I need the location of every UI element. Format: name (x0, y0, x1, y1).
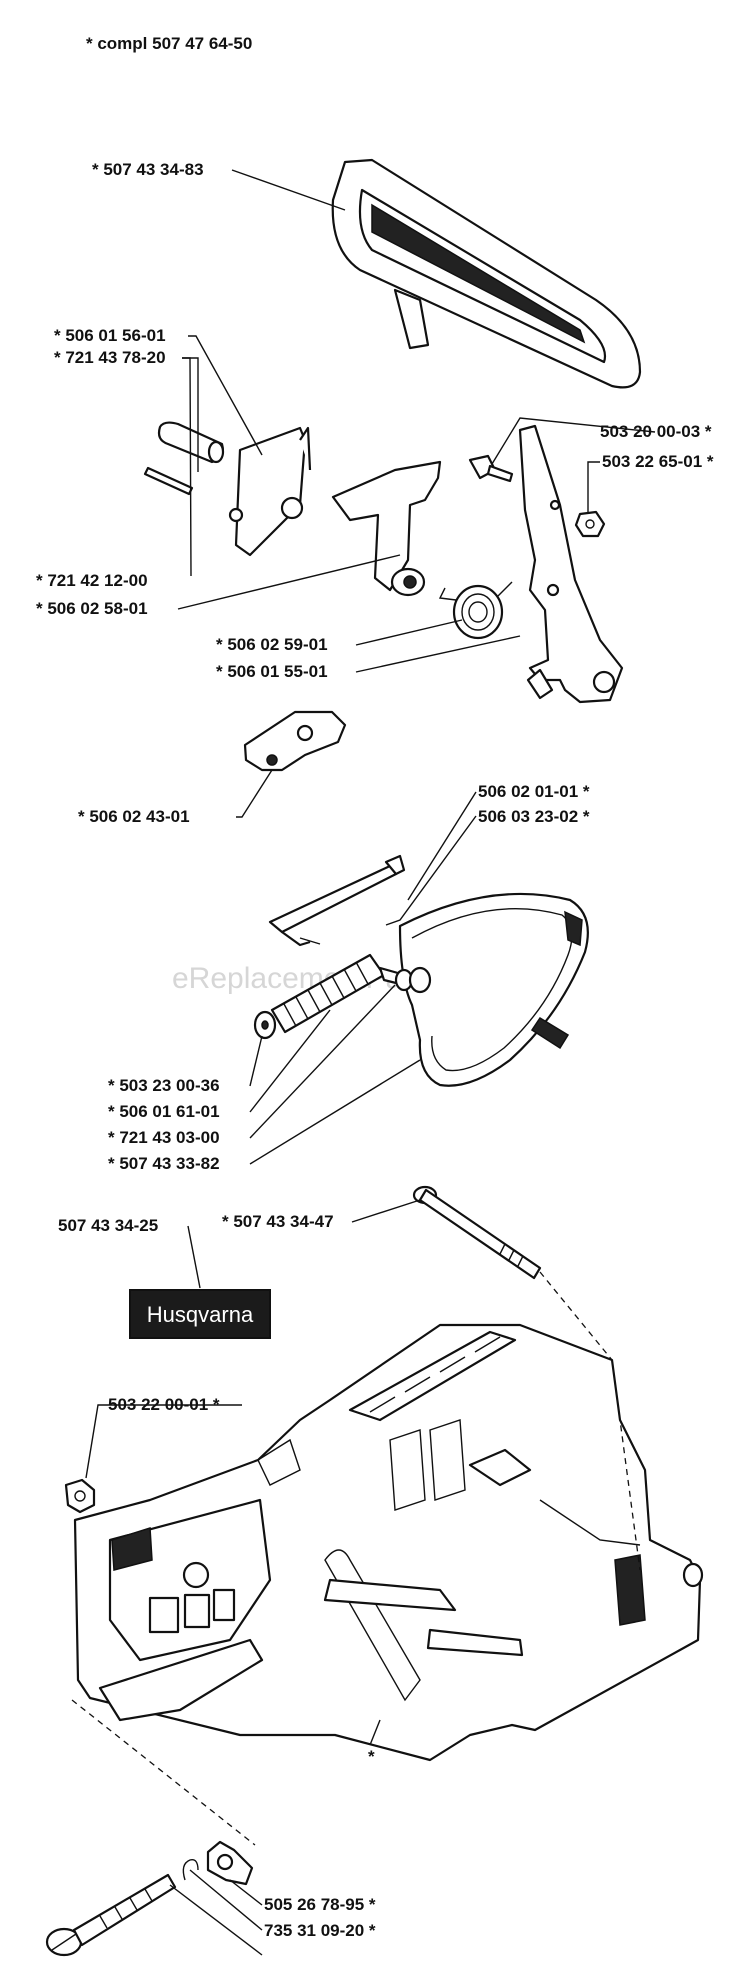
part-label: * 721 43 03-00 (108, 1128, 220, 1147)
assembly-line (539, 1271, 613, 1361)
husqvarna-logo-plate: Husqvarna (129, 1289, 271, 1339)
leader-p10 (236, 769, 273, 818)
part-label: * 506 01 55-01 (216, 662, 328, 681)
leader-p9 (355, 635, 521, 673)
brake-bracket (228, 426, 312, 557)
leader-p8 (355, 619, 463, 646)
washer-small (253, 1010, 277, 1040)
part-label: 503 22 00-01 * (108, 1395, 220, 1414)
leader-p16 (249, 1059, 421, 1165)
leader-p20 (369, 1719, 381, 1746)
part-label: 507 43 34-25 (58, 1216, 158, 1235)
locking-washer (182, 1859, 199, 1881)
leader-p17 (187, 1225, 201, 1289)
main-housing (73, 1323, 704, 1762)
leader-p4 (491, 417, 656, 465)
bolt-small (468, 454, 514, 483)
leader-p15 (249, 984, 396, 1139)
part-label: * (368, 1747, 375, 1766)
nut-small (574, 510, 606, 538)
part-label: 503 22 65-01 * (602, 452, 714, 471)
leader-p18 (351, 1199, 421, 1223)
part-label: * 507 43 34-83 (92, 160, 204, 179)
long-bolt (412, 1185, 542, 1280)
part-label: * 506 02 43-01 (78, 807, 190, 826)
part-label: * 721 42 12-00 (36, 571, 148, 590)
housing-nut (64, 1478, 96, 1514)
part-label: * 507 43 34-47 (222, 1212, 334, 1231)
leader-p2 (188, 335, 263, 456)
part-label: * 507 43 33-82 (108, 1154, 220, 1173)
leader-p11 (407, 791, 477, 901)
part-label: * 506 02 58-01 (36, 599, 148, 618)
leader-p19 (85, 1404, 242, 1479)
torsion-spring (438, 581, 513, 640)
leader-p3 (182, 357, 199, 472)
part-label: * 721 43 78-20 (54, 348, 166, 367)
leader-p21 (229, 1879, 263, 1906)
part-label: 505 26 78-95 * (264, 1895, 376, 1914)
chain-catcher (206, 1840, 254, 1886)
brake-link-rod (268, 854, 406, 947)
leader-p14 (249, 1009, 331, 1113)
leader-p13 (249, 1035, 263, 1087)
trigger-plate (518, 424, 624, 704)
part-label: * 506 01 61-01 (108, 1102, 220, 1121)
part-label: 506 02 01-01 * (478, 782, 590, 801)
part-label: * 506 02 59-01 (216, 635, 328, 654)
assembly-line (71, 1699, 256, 1846)
part-label: * 503 23 00-36 (108, 1076, 220, 1095)
leader-p12 (385, 815, 477, 926)
leader-p23 (169, 1884, 263, 1956)
assembly-label: * compl 507 47 64-50 (86, 34, 252, 53)
leader-p1 (231, 169, 346, 211)
leader-p5 (587, 461, 600, 512)
chain-guard-cover (331, 158, 642, 389)
part-label: 503 20 00-03 * (600, 422, 712, 441)
brake-lever (331, 460, 442, 597)
spring-pin (143, 466, 194, 496)
part-label: 735 31 09-20 * (264, 1921, 376, 1940)
leader-p22 (189, 1869, 263, 1931)
part-label: 506 03 23-02 * (478, 807, 590, 826)
part-label: * 506 01 56-01 (54, 326, 166, 345)
latch-clip (243, 710, 347, 772)
logo-text: Husqvarna (147, 1302, 254, 1327)
band-pin (378, 966, 432, 994)
assembly-line (611, 1359, 641, 1571)
adjust-screw (45, 1873, 177, 1957)
brake-band (398, 892, 589, 1087)
leader-p6 (182, 357, 192, 577)
leader-p7 (177, 554, 401, 610)
